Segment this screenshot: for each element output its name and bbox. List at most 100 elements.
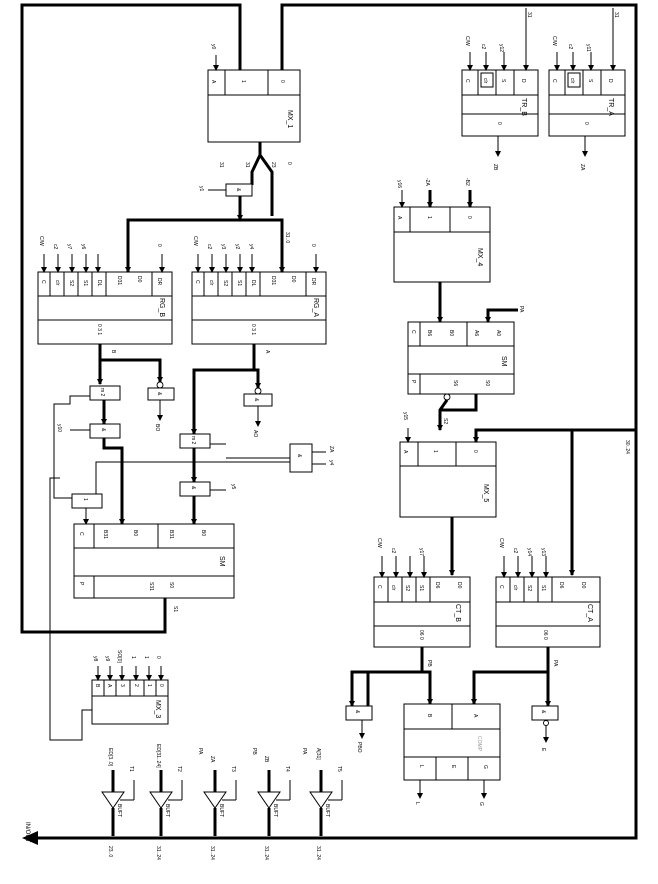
gate-m2-center: m 2 — [179, 433, 226, 483]
mux5: A 1 0 MX_5 y15 — [399, 412, 636, 576]
trigger-a: C clr S D TR_A 0 C/W c2 y11 31 ZA — [548, 8, 626, 171]
buf3-in: PA — [197, 748, 203, 755]
ctb-pin-d0: D0 — [456, 582, 462, 589]
ctb-pin-s1: S1 — [418, 585, 424, 591]
mux1-out-23: 23 — [270, 162, 276, 168]
bo-label: BO — [154, 424, 160, 431]
buf5-t: T5 — [336, 766, 342, 772]
ao-label: AO — [252, 430, 258, 437]
buf5-name: BUFT — [324, 804, 330, 817]
ctb-name: CT_B — [454, 604, 461, 622]
sm2-pin-a0: A0 — [495, 330, 501, 336]
sm2-name: SM — [500, 356, 507, 367]
buf4-t: T4 — [284, 766, 290, 772]
rga-pin-d0: D0 — [290, 276, 296, 283]
sm1-pin-b31: B31 — [102, 530, 108, 539]
rga-pin-d31: D31 — [270, 276, 276, 285]
rgb-pin-d0: D0 — [136, 276, 142, 283]
rga-bus: A — [264, 350, 270, 354]
sm1-pin-p: P — [78, 582, 84, 586]
buf3-name: BUFT — [218, 804, 224, 817]
comparator: B A COMP L E G L G — [403, 703, 501, 806]
mux3-ctl-a: y8 — [92, 656, 98, 662]
rga-ctl-y3: y3 — [220, 244, 226, 250]
mux1-pin-a: A — [210, 80, 216, 84]
mux1-pin-0: 0 — [279, 80, 285, 83]
rga-pin-c: C — [194, 280, 200, 284]
buf1-name: BUFT — [116, 804, 122, 817]
buf2-out: 31..24 — [155, 846, 161, 860]
counter-b: C clr S2 S1 D6 D0 CT_B 06 0 C/W c2 y17 P… — [349, 538, 471, 707]
rga-dl-zero: 0 — [310, 244, 316, 247]
or-gate-label: 1 — [82, 498, 88, 501]
ctb-ctl-c2: c2 — [390, 548, 396, 554]
mux3-pin-3: 3 — [119, 684, 125, 687]
rgb-name: RG_B — [158, 298, 165, 317]
mux5-name: MX_5 — [482, 484, 489, 502]
cta-out: 06 0 — [542, 630, 548, 640]
tra-pin-s: S — [587, 79, 593, 83]
gate-m2-left: m 2 — [53, 385, 121, 499]
pbo-gate-label: & — [354, 710, 360, 714]
trigger-b: C clr S D TR_B 0 C/W c2 y12 31 ZB — [461, 8, 539, 171]
y10-gate-label: & — [100, 428, 106, 432]
buf5-in2: A[31] — [315, 748, 321, 760]
mux3-in3: SO[0] — [116, 650, 122, 663]
mux1-out-31: 31 — [244, 162, 250, 168]
adder-upper: C B6 B0 A6 A0 SM P S6 S0 PA S2 — [407, 306, 524, 431]
e-gate-label: & — [540, 710, 546, 714]
buffer-5: PA A[31] T5 BUFT 31..24 — [301, 748, 343, 860]
sm2-in-pa: PA — [518, 306, 524, 313]
rgb-out: 0 3 1 — [96, 324, 102, 335]
and-y1-label: y1 — [198, 186, 204, 192]
mux1: A 1 0 MX_1 y0 31 0 23 31 — [207, 44, 301, 221]
mux3-name: MX_3 — [154, 700, 161, 718]
buf4-in2: ZB — [263, 756, 269, 763]
rga-out: 0 3 1 — [250, 324, 256, 335]
mux1-pin-1: 1 — [240, 80, 246, 83]
cta-ctl-c2: c2 — [512, 548, 518, 554]
tra-ctl-y11: y11 — [585, 44, 591, 52]
trb-ctl-c2: c2 — [480, 44, 486, 50]
sm2-pin-s0: S0 — [484, 380, 490, 386]
and-gate-label: & — [235, 188, 241, 192]
rga-name: RG_A — [312, 298, 319, 317]
rga-pin-s1: S1 — [236, 280, 242, 286]
rga-pin-dr: DR — [310, 278, 316, 286]
y10-label: y10 — [56, 424, 62, 432]
buf4-name: BUFT — [272, 804, 278, 817]
bo-gate-label: & — [156, 392, 162, 396]
register-a: C clr S2 S1 DL D31 D0 DR RG_A 0 3 1 C/W … — [191, 218, 327, 435]
mux4: A 1 0 MX_4 y16 -2A -B2 — [393, 178, 491, 323]
trb-q: ZB — [492, 164, 498, 171]
m2-center-label: m 2 — [190, 436, 196, 445]
cmp-pin-a: A — [472, 714, 478, 718]
trb-ctl-y12: y12 — [498, 44, 504, 52]
cmp-pin-b: B — [426, 714, 432, 718]
ctb-ctl-y17: y17 — [418, 548, 424, 556]
rgb-dl-zero: 0 — [156, 244, 162, 247]
ctb-pin-s2: S2 — [404, 585, 410, 591]
sm1-pin-a31: B31 — [168, 530, 174, 539]
mux4-pin-1: 1 — [426, 216, 432, 219]
cta-pin-s1: S1 — [540, 585, 546, 591]
mux1-name: MX_1 — [286, 110, 293, 128]
y5-label: y5 — [230, 484, 236, 490]
gate-or: 1 — [71, 461, 298, 525]
sm1-pin-s0: S0 — [168, 582, 174, 588]
buf3-out: 31..24 — [209, 846, 215, 860]
trb-ctl-cw: C/W — [464, 36, 470, 46]
buf3-t: T3 — [230, 766, 236, 772]
rga-bus-in: 31..0 — [284, 232, 290, 243]
rga-pin-dl: DL — [250, 280, 256, 287]
tra-pin-clr: clr — [569, 78, 575, 84]
bus-30-label: 30..24 — [624, 440, 630, 454]
gate-pbo: & PBO — [345, 705, 373, 753]
gate-y5: & y5 — [179, 481, 236, 525]
mux4-ctl: y16 — [396, 180, 402, 188]
buf5-out: 31..24 — [315, 846, 321, 860]
tra-q: ZA — [579, 164, 585, 171]
buf2-t: T2 — [176, 766, 182, 772]
tra-d-31: 31 — [613, 12, 619, 18]
ao-gate-label: & — [253, 398, 259, 402]
